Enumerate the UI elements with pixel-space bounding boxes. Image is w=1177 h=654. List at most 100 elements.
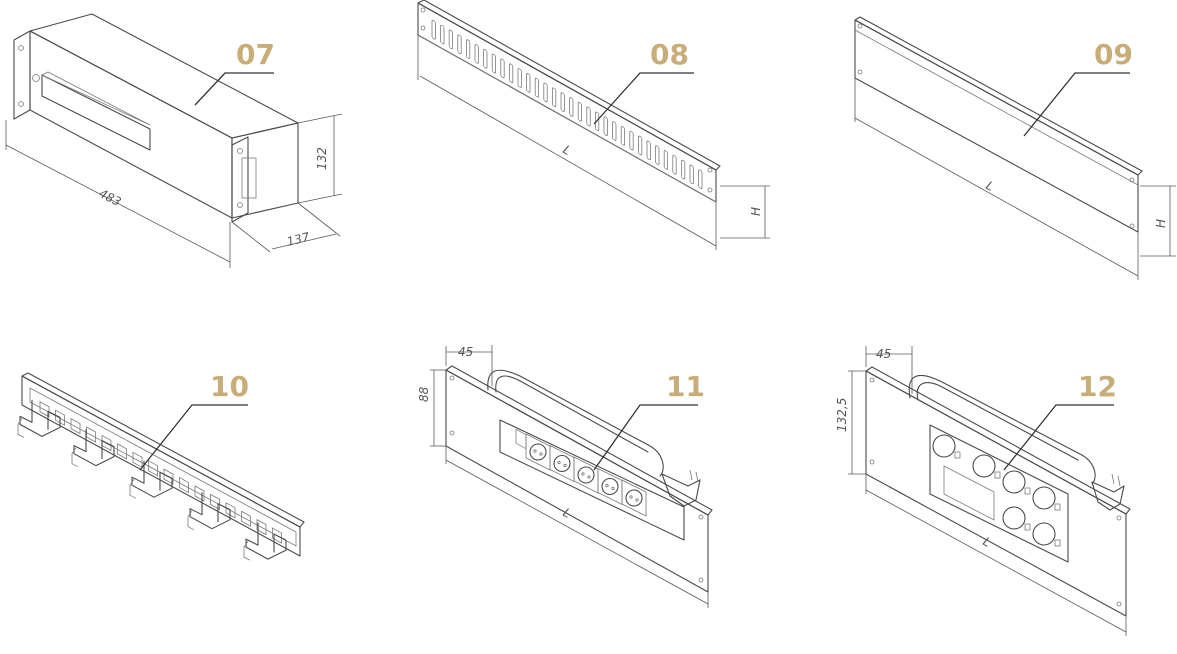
- drawing-09-blank-panel: L H 09: [854, 16, 1176, 280]
- dim-07-height: 132: [315, 147, 329, 170]
- dim-11-height: 88: [417, 386, 431, 402]
- socket-pin: [605, 483, 609, 488]
- vent-slot: [655, 145, 660, 165]
- square-hole: [117, 443, 127, 460]
- drawing-10-cable-manager: 10: [17, 370, 305, 561]
- vent-slots-08: [431, 20, 703, 189]
- socket: [1002, 470, 1026, 494]
- socket-pin: [635, 498, 639, 502]
- cable-ring-hook: [17, 418, 25, 438]
- cable-ring-hook: [187, 510, 195, 531]
- vent-slot: [552, 87, 557, 108]
- vent-slot: [474, 44, 479, 64]
- vent-slot: [646, 140, 651, 161]
- label-09: 09: [1094, 38, 1133, 71]
- vent-slot: [586, 106, 591, 127]
- vent-slot: [577, 101, 583, 122]
- vent-slot: [534, 77, 540, 98]
- sockets-12: [932, 434, 1061, 547]
- vent-slot: [526, 73, 531, 93]
- cable-ring-hook: [243, 540, 251, 561]
- vent-slot: [629, 130, 634, 151]
- socket-pin: [581, 472, 585, 476]
- socket: [577, 466, 595, 484]
- socket-frame: [573, 456, 599, 494]
- socket-indicator: [1024, 487, 1031, 495]
- square-hole: [210, 493, 220, 511]
- label-11: 11: [666, 370, 705, 403]
- socket-indicator: [1054, 539, 1061, 547]
- square-hole: [241, 510, 251, 527]
- cable-ring: [189, 492, 231, 530]
- label-08: 08: [650, 38, 689, 71]
- vent-slot: [483, 48, 488, 69]
- socket: [972, 454, 996, 478]
- dim-08-height: H: [749, 207, 763, 216]
- vent-slot: [440, 24, 445, 45]
- square-hole: [55, 409, 65, 426]
- dim-09-height: H: [1154, 219, 1168, 228]
- drawing-11-power-strip: 45 88 L 11: [417, 345, 713, 608]
- vent-slot: [672, 154, 677, 175]
- cable-ring: [131, 460, 173, 498]
- cable-rings-10: [17, 399, 287, 561]
- vent-slot: [508, 63, 514, 83]
- dim-11-offset: 45: [458, 345, 473, 359]
- socket-frame: [621, 479, 647, 517]
- sockets-11: [525, 433, 647, 517]
- vent-slot: [560, 92, 565, 112]
- dim-12-height: 132,5: [835, 398, 849, 432]
- vent-slot: [603, 116, 608, 136]
- label-12: 12: [1078, 370, 1117, 403]
- dim-07-depth: 137: [285, 230, 311, 249]
- square-hole: [86, 426, 96, 443]
- square-hole: [194, 485, 205, 502]
- dim-12-offset: 45: [876, 347, 891, 361]
- label-07: 07: [236, 38, 275, 71]
- socket: [625, 489, 643, 507]
- socket-indicator: [1024, 523, 1031, 531]
- socket: [1032, 522, 1056, 546]
- vent-slot: [431, 20, 436, 40]
- socket-frame: [549, 444, 575, 483]
- dim-08-length: L: [561, 142, 574, 157]
- vent-slot: [543, 82, 548, 103]
- socket-pin: [539, 452, 543, 456]
- vent-slot: [569, 97, 574, 117]
- socket: [932, 434, 956, 458]
- cable-ring-hook: [71, 447, 79, 468]
- square-hole: [225, 502, 236, 519]
- dim-07-width: 483: [97, 186, 124, 209]
- socket: [553, 454, 571, 473]
- vent-slot: [663, 150, 669, 170]
- socket-pin: [611, 486, 615, 491]
- vent-slot: [517, 68, 522, 88]
- vent-slot: [612, 121, 617, 141]
- vent-slot: [698, 169, 703, 189]
- square-hole: [148, 460, 158, 477]
- cable-ring: [19, 399, 61, 437]
- socket-indicator: [1054, 503, 1061, 511]
- socket: [529, 443, 547, 461]
- vent-slot: [620, 126, 626, 146]
- square-hole: [39, 401, 50, 418]
- square-hole: [272, 527, 282, 544]
- socket-pin: [563, 463, 567, 468]
- vent-slot: [638, 135, 643, 156]
- drawing-07-rack-box: 483 132 137 07: [5, 13, 343, 268]
- socket: [1032, 486, 1056, 510]
- socket: [601, 477, 619, 496]
- vent-slot: [681, 159, 686, 180]
- socket-indicator: [994, 471, 1001, 479]
- vent-slot: [448, 29, 454, 50]
- cable-ring: [245, 522, 287, 560]
- socket-pin: [629, 495, 633, 499]
- vent-slot: [500, 58, 505, 79]
- label-10: 10: [210, 370, 249, 403]
- drawing-08-vented-panel: L H 08: [417, 0, 770, 250]
- dim-09-length: L: [984, 178, 997, 193]
- square-hole: [179, 476, 189, 494]
- square-hole: [256, 518, 267, 536]
- vent-slot: [595, 111, 600, 132]
